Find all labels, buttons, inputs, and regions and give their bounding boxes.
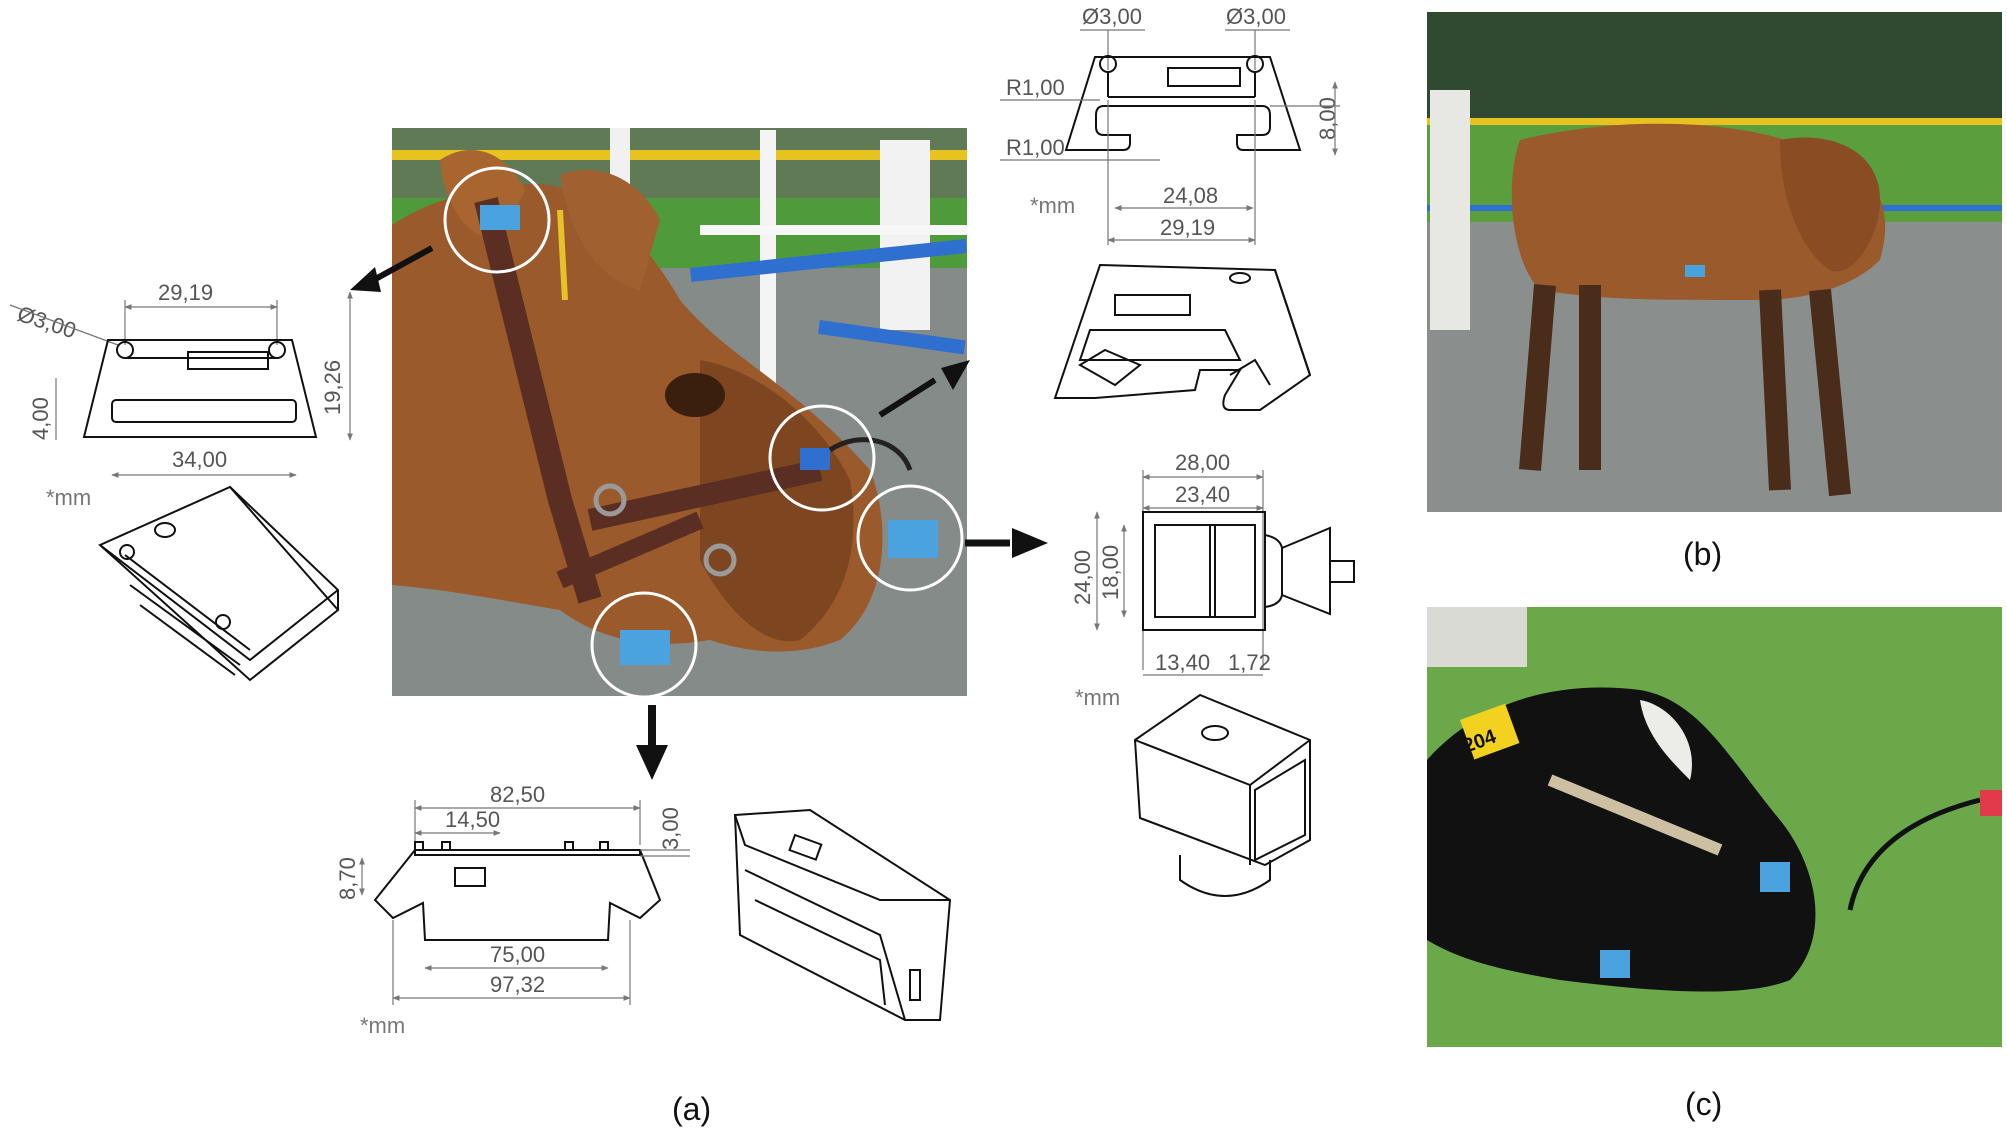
sensor-part-isometric	[1133, 693, 1311, 897]
ear-part-isometric	[98, 485, 340, 682]
chin-part-isometric	[733, 808, 952, 1021]
muzzle-radius-top-dim: R1,00	[1006, 75, 1065, 100]
ear-slot-dim: 4,00	[28, 397, 53, 440]
highlight-ear-sensor	[443, 166, 551, 274]
panel-label-b: (b)	[1683, 536, 1722, 572]
muzzle-outer-width-dim: 29,19	[1160, 215, 1215, 240]
muzzle-hole-left-dim: Ø3,00	[1082, 4, 1142, 29]
panel-label-c: (c)	[1685, 1086, 1722, 1122]
sensor-left-cell-dim: 13,40	[1155, 650, 1210, 675]
photo-b: (b)	[1427, 12, 2002, 572]
ear-height-dim: 19,26	[320, 360, 345, 415]
ear-unit-label: *mm	[46, 485, 91, 510]
muzzle-inner-width-dim: 24,08	[1163, 183, 1218, 208]
chin-part-front-view	[373, 849, 662, 941]
chin-part-drawing: 82,50 14,50 3,00 8,70 75,00 97,32 *mm	[335, 782, 952, 1038]
sensor-width-inner-dim: 23,40	[1175, 482, 1230, 507]
chin-inner-top-dim: 14,50	[445, 807, 500, 832]
chin-bottom-inner-dim: 75,00	[490, 942, 545, 967]
chin-bottom-outer-dim: 97,32	[490, 972, 545, 997]
highlight-muzzle-sensor	[768, 404, 876, 512]
highlight-front-sensor	[856, 484, 964, 592]
muzzle-part-drawing: Ø3,00 Ø3,00 R1,00 R1,00 8,00 24,08 *mm 2…	[1000, 4, 1340, 411]
sensor-height-inner-dim: 18,00	[1098, 545, 1123, 600]
chin-height-dim: 8,70	[335, 857, 360, 900]
sensor-part-front-view	[1142, 511, 1266, 631]
ear-hole-leader	[9, 304, 119, 346]
ear-hole-dim: Ø3,00	[14, 301, 79, 343]
arrow-left-icon	[350, 267, 381, 292]
muzzle-radius-bottom-dim: R1,00	[1006, 135, 1065, 160]
chin-unit-label: *mm	[360, 1013, 405, 1038]
callout-arrows	[350, 245, 1048, 780]
arrow-down-icon	[636, 745, 668, 780]
panel-label-a: (a)	[672, 1091, 711, 1127]
sensor-part-drawing: 28,00 23,40 24,00 18,00 13,40 1,72 *mm	[1070, 450, 1355, 897]
sensor-box	[888, 520, 938, 558]
photo-c: 204 (c)	[1427, 607, 2002, 1122]
arrow-right-icon	[1012, 528, 1048, 558]
muzzle-height-dim: 8,00	[1315, 97, 1340, 140]
ear-part-front-view	[82, 339, 318, 438]
ear-top-width-dim: 29,19	[158, 280, 213, 305]
sensor-gap-dim: 1,72	[1228, 650, 1271, 675]
sensor-unit-label: *mm	[1075, 685, 1120, 710]
chin-thickness-dim: 3,00	[658, 807, 683, 850]
muzzle-part-isometric	[1053, 263, 1312, 411]
sensor-width-outer-dim: 28,00	[1175, 450, 1230, 475]
muzzle-unit-label: *mm	[1030, 193, 1075, 218]
muzzle-hole-right-dim: Ø3,00	[1226, 4, 1286, 29]
chin-top-width-dim: 82,50	[490, 782, 545, 807]
ear-part-drawing: Ø3,00 29,19 19,26 4,00 34,00 *mm	[9, 280, 353, 682]
muzzle-part-front-view	[1064, 56, 1302, 151]
cow-photo	[392, 128, 967, 699]
arrow-up-right-icon	[941, 360, 970, 390]
sensor-height-outer-dim: 24,00	[1070, 550, 1095, 605]
highlight-chin-sensor	[590, 591, 698, 699]
ear-bottom-width-dim: 34,00	[172, 447, 227, 472]
